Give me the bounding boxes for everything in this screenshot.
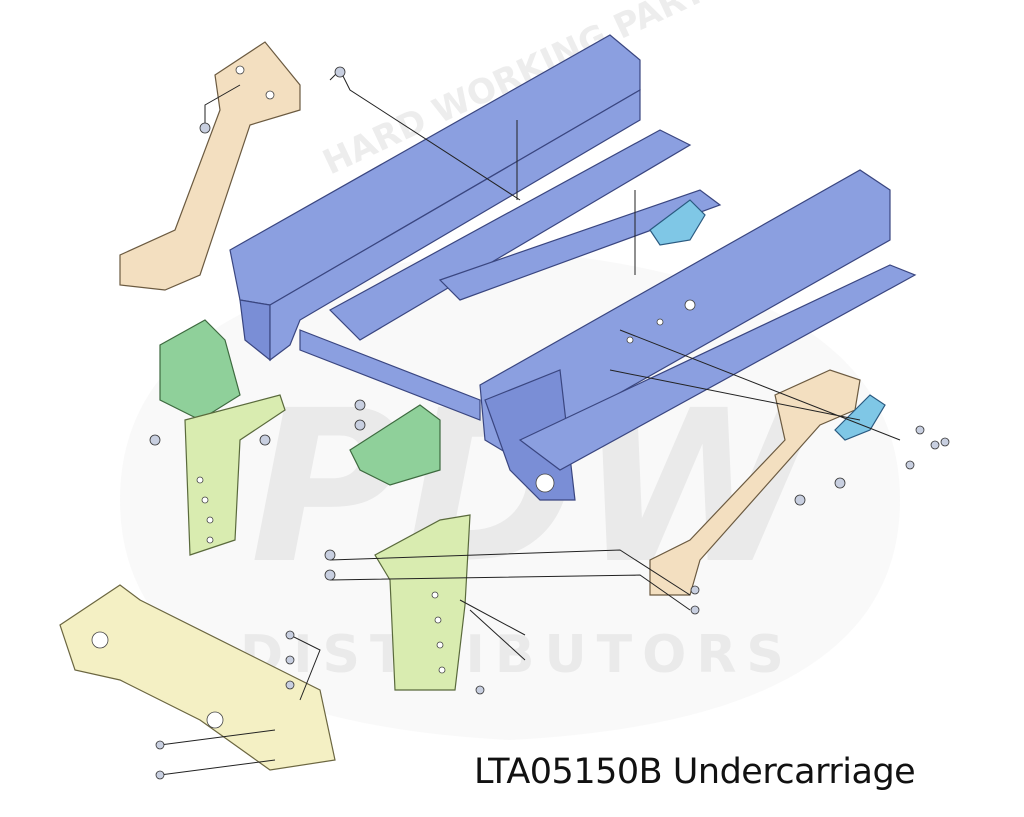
- center-hanger-plate: [374, 514, 471, 691]
- watermark-subtitle: DISTRIBUTORS: [240, 625, 794, 685]
- left-hanger-bracket: [159, 319, 241, 421]
- left-hanger-plate: [184, 394, 286, 556]
- diagram-caption: LTA05150B Undercarriage: [474, 752, 916, 792]
- rear-tie-arm: [119, 41, 301, 291]
- center-hanger-bracket: [349, 404, 441, 486]
- tie-plate-right: [834, 394, 886, 441]
- cross-member: [59, 584, 336, 771]
- tie-plate-top: [649, 199, 706, 246]
- fasteners: [149, 66, 950, 780]
- front-tie-arm: [649, 369, 861, 596]
- main-frame-rails: [229, 34, 917, 501]
